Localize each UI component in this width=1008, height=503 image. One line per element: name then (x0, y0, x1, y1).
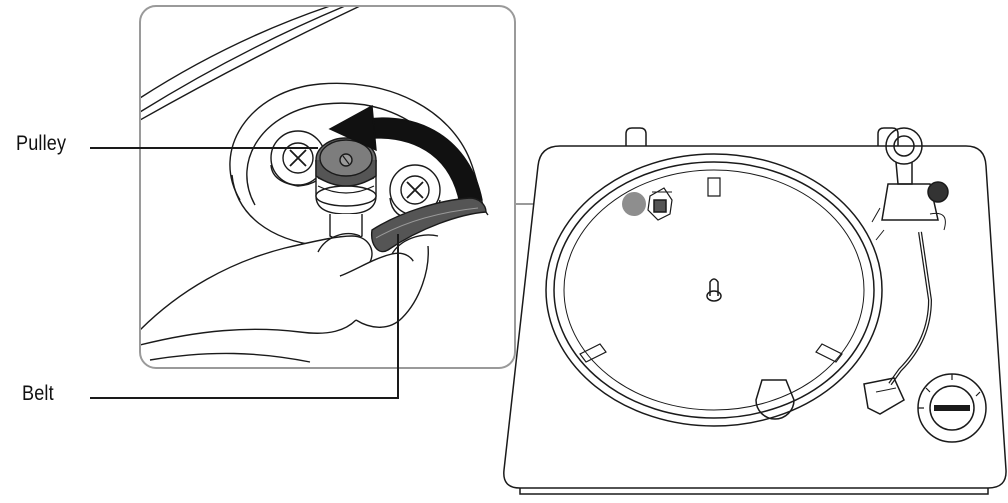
pulley-label: Pulley (16, 132, 67, 155)
speed-selector-dial (917, 373, 987, 443)
belt-label: Belt (22, 382, 54, 405)
tonearm (863, 127, 949, 415)
rotation-arrow-icon (328, 104, 483, 205)
hand (140, 233, 439, 363)
turntable (503, 127, 1007, 495)
platter-slot-right (815, 343, 843, 363)
callout-lines (90, 147, 399, 399)
spindle (706, 278, 722, 302)
zoom-inset (139, 5, 516, 369)
motor-pulley-location (647, 187, 673, 221)
belt (371, 197, 487, 253)
platter-slot-top (707, 177, 721, 197)
dust-cover-hinges (625, 127, 899, 148)
belt-leader-line (90, 234, 399, 399)
platter-edge-arcs (140, 6, 361, 121)
platter-slot-left (579, 343, 607, 363)
zoom-point-icon (622, 192, 646, 216)
inset-frame (139, 5, 516, 369)
belt-access-keyhole (755, 379, 795, 420)
pulley (315, 137, 377, 242)
platter (545, 153, 883, 427)
